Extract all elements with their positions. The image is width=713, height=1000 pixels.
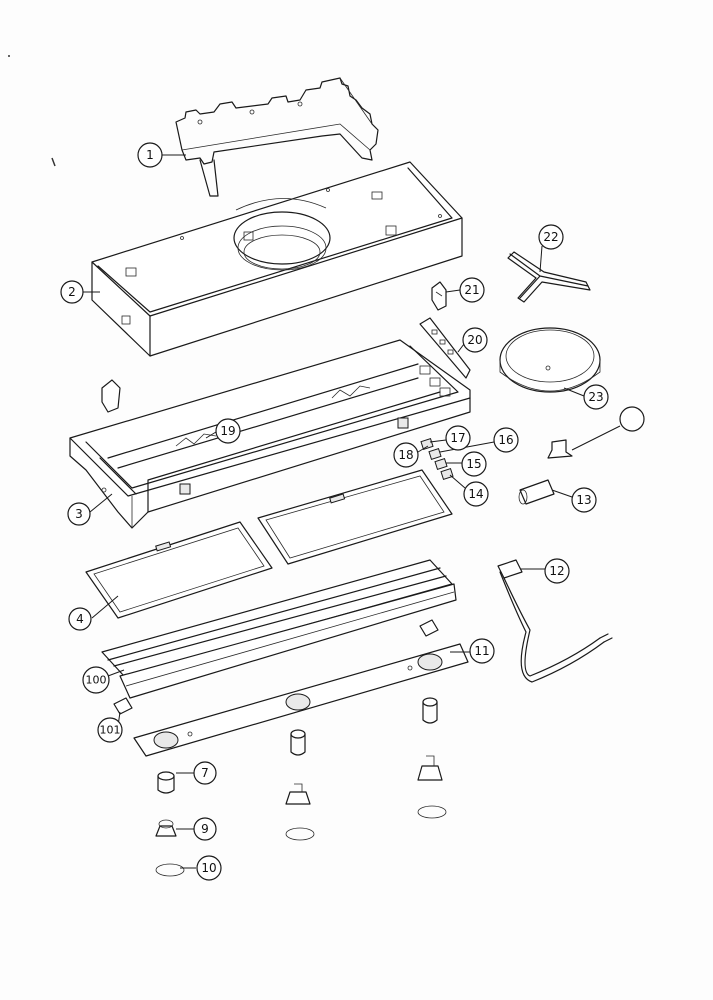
callout-1-label: 1 xyxy=(146,148,154,162)
leader-lines xyxy=(82,154,621,869)
part-20-switch-plate xyxy=(419,317,471,379)
callout-10: 10 xyxy=(196,855,222,881)
callout-22: 22 xyxy=(538,224,564,250)
callout-3-label: 3 xyxy=(75,507,83,521)
scan-mark xyxy=(51,157,56,167)
callout-18: 18 xyxy=(393,442,419,468)
callout-21: 21 xyxy=(459,277,485,303)
callout-12: 12 xyxy=(544,558,570,584)
callout-101: 101 xyxy=(97,717,123,743)
part-2-hood-body xyxy=(91,161,463,357)
callout-21-label: 21 xyxy=(464,283,479,297)
part-4-grease-filters xyxy=(85,469,453,619)
callout-101-label: 101 xyxy=(100,724,121,737)
callout-2: 2 xyxy=(60,280,84,304)
callout-blank xyxy=(619,406,645,432)
callout-19-label: 19 xyxy=(220,424,235,438)
lamp-assemblies xyxy=(155,697,447,877)
callout-9-label: 9 xyxy=(201,822,209,836)
callout-18-label: 18 xyxy=(398,448,413,462)
callout-23: 23 xyxy=(583,384,609,410)
callout-17: 17 xyxy=(445,425,471,451)
callout-7: 7 xyxy=(193,761,217,785)
callout-16: 16 xyxy=(493,427,519,453)
scan-speck xyxy=(8,55,10,57)
part-100-channel-rail xyxy=(101,559,457,699)
side-bracket xyxy=(101,379,121,413)
callout-20: 20 xyxy=(462,327,488,353)
callout-23-label: 23 xyxy=(588,390,603,404)
part-22-spider xyxy=(507,251,591,303)
callout-7-label: 7 xyxy=(201,766,209,780)
part-13-capacitor xyxy=(518,479,555,505)
callout-16-label: 16 xyxy=(498,433,513,447)
callout-3: 3 xyxy=(67,502,91,526)
part-1-mounting-bracket xyxy=(175,77,379,197)
part-21-clip xyxy=(431,281,447,311)
part-101-clip xyxy=(113,697,133,715)
callout-20-label: 20 xyxy=(467,333,482,347)
callout-15-label: 15 xyxy=(466,457,481,471)
callout-4: 4 xyxy=(68,607,92,631)
callout-19: 19 xyxy=(215,418,241,444)
callout-4-label: 4 xyxy=(76,612,84,626)
callout-22-label: 22 xyxy=(543,230,558,244)
callout-14: 14 xyxy=(463,481,489,507)
callout-12-label: 12 xyxy=(549,564,564,578)
callout-10-label: 10 xyxy=(201,861,216,875)
part-23-fan-disc xyxy=(499,327,601,393)
callout-15: 15 xyxy=(461,451,487,477)
callout-100-label: 100 xyxy=(86,674,107,687)
callout-13-label: 13 xyxy=(576,493,591,507)
parts-14-18-switches xyxy=(420,438,454,480)
callout-1: 1 xyxy=(137,142,163,168)
callout-13: 13 xyxy=(571,487,597,513)
part-11-lamp-strip xyxy=(133,619,469,757)
callout-11: 11 xyxy=(469,638,495,664)
control-knob xyxy=(547,439,573,459)
callout-14-label: 14 xyxy=(468,487,483,501)
callout-17-label: 17 xyxy=(450,431,465,445)
part-12-power-cord xyxy=(497,559,613,683)
callout-100: 100 xyxy=(82,666,110,694)
part-3-lower-frame xyxy=(69,339,471,529)
callout-2-label: 2 xyxy=(68,285,76,299)
callout-9: 9 xyxy=(193,817,217,841)
callout-11-label: 11 xyxy=(474,644,489,658)
